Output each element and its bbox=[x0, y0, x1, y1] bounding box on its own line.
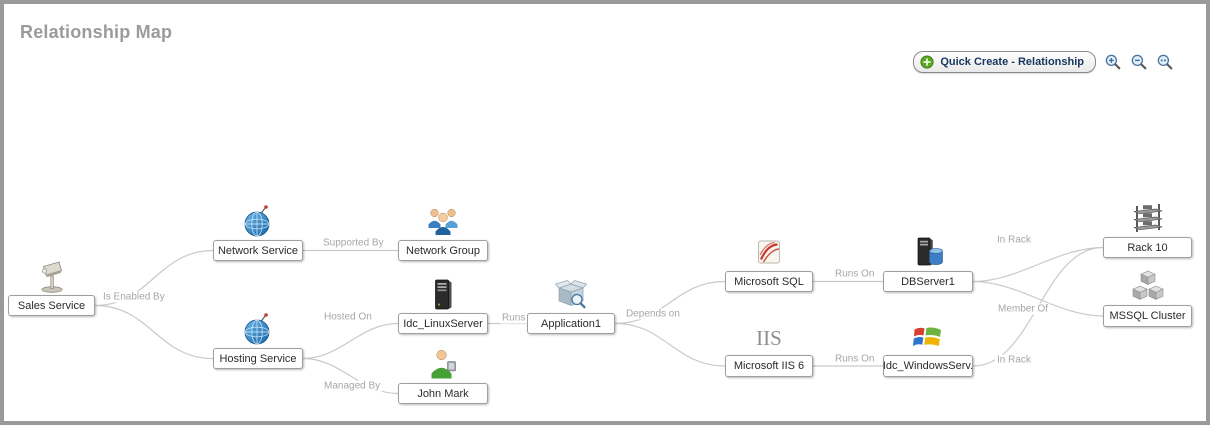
node-rack-10[interactable]: Rack 10 bbox=[1103, 237, 1192, 258]
globe-service-icon bbox=[240, 312, 276, 346]
iis-icon bbox=[751, 319, 787, 353]
edge-dbserver1-rack-10 bbox=[972, 246, 1104, 283]
edge-label: Runs bbox=[500, 312, 528, 324]
application-icon bbox=[553, 277, 589, 311]
sql-server-icon bbox=[751, 235, 787, 269]
edge-label: Member Of bbox=[996, 303, 1051, 315]
edge-label: Runs On bbox=[833, 353, 877, 365]
node-label: Network Group bbox=[406, 244, 480, 257]
node-label: Idc_LinuxServer bbox=[403, 317, 483, 330]
person-icon bbox=[425, 347, 461, 381]
edge-label: Runs On bbox=[833, 268, 877, 280]
node-sales-service[interactable]: Sales Service bbox=[8, 295, 95, 316]
edge-sales-service-network-service bbox=[94, 249, 214, 307]
node-label: John Mark bbox=[417, 387, 469, 400]
edge-dbserver1-mssql-cluster bbox=[972, 280, 1104, 317]
node-label: Rack 10 bbox=[1127, 241, 1168, 254]
node-network-group[interactable]: Network Group bbox=[398, 240, 488, 261]
node-network-service[interactable]: Network Service bbox=[213, 240, 303, 261]
service-icon bbox=[34, 259, 70, 293]
cluster-icon bbox=[1130, 269, 1166, 303]
edge-hosting-service-john-mark bbox=[302, 357, 399, 395]
node-john-mark[interactable]: John Mark bbox=[398, 383, 488, 404]
node-label: DBServer1 bbox=[901, 275, 955, 288]
node-label: Idc_WindowsServ. bbox=[882, 360, 974, 372]
edge-label: Hosted On bbox=[322, 311, 374, 323]
node-microsoft-iis6[interactable]: Microsoft IIS 6 bbox=[725, 355, 813, 377]
node-label: Hosting Service bbox=[219, 352, 297, 365]
node-application1[interactable]: Application1 bbox=[527, 313, 615, 334]
edge-label: Managed By bbox=[322, 380, 383, 392]
node-label: Microsoft SQL bbox=[734, 275, 804, 288]
edge-label: Is Enabled By bbox=[101, 291, 167, 303]
node-mssql-cluster[interactable]: MSSQL Cluster bbox=[1103, 305, 1192, 327]
node-dbserver1[interactable]: DBServer1 bbox=[883, 271, 973, 292]
node-label: Network Service bbox=[217, 244, 299, 257]
edge-label: Supported By bbox=[321, 237, 386, 249]
edge-label: In Rack bbox=[995, 354, 1033, 366]
edge-application1-microsoft-sql bbox=[614, 280, 726, 325]
edge-label: In Rack bbox=[995, 234, 1033, 246]
node-microsoft-sql[interactable]: Microsoft SQL bbox=[725, 271, 813, 292]
tower-server-icon bbox=[425, 277, 461, 311]
quick-create-relationship-button[interactable]: Quick Create - Relationship bbox=[913, 51, 1096, 73]
node-idc-linuxserver[interactable]: Idc_LinuxServer bbox=[398, 313, 488, 334]
edge-label: Depends on bbox=[624, 308, 682, 320]
node-label: Application1 bbox=[541, 317, 601, 330]
edge-sales-service-hosting-service bbox=[94, 304, 214, 360]
toolbar: Quick Create - Relationship bbox=[913, 51, 1174, 73]
edge-hosting-service-idc-linuxserver bbox=[302, 322, 399, 360]
rack-icon bbox=[1130, 201, 1166, 235]
quick-create-label: Quick Create - Relationship bbox=[940, 56, 1084, 68]
node-label: Sales Service bbox=[17, 299, 86, 312]
globe-service-icon bbox=[240, 204, 276, 238]
windows-icon bbox=[910, 319, 946, 353]
people-group-icon bbox=[425, 204, 461, 238]
db-server-icon bbox=[910, 235, 946, 269]
node-label: MSSQL Cluster bbox=[1109, 310, 1186, 322]
page-title: Relationship Map bbox=[20, 22, 173, 42]
node-idc-windowsserv[interactable]: Idc_WindowsServ. bbox=[883, 355, 973, 377]
node-label: Microsoft IIS 6 bbox=[733, 360, 805, 372]
node-hosting-service[interactable]: Hosting Service bbox=[213, 348, 303, 369]
edge-application1-microsoft-iis6 bbox=[614, 322, 726, 367]
